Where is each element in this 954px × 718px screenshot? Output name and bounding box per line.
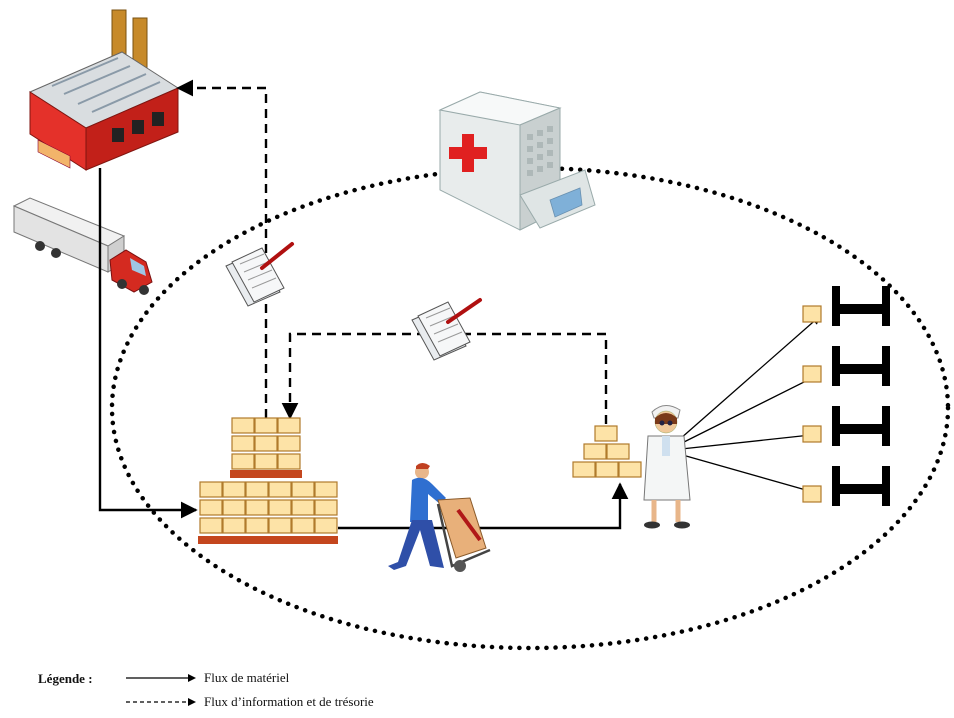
flow-stock-to-unit xyxy=(338,482,629,530)
flow-nurse-to-bed-3 xyxy=(671,430,821,451)
order-document-icon xyxy=(411,298,482,361)
dashed-arrow-icon xyxy=(126,698,196,706)
flow-nurse-to-bed-2 xyxy=(671,373,821,449)
flow-nurse-to-bed-4 xyxy=(671,451,821,497)
flow-stock-to-factory xyxy=(176,79,268,418)
central-stock-pallets-icon xyxy=(198,417,338,544)
solid-arrow-icon xyxy=(126,674,196,682)
legend-title: Légende : xyxy=(38,671,93,686)
legend-information-flow-label: Flux d’information et de trésorie xyxy=(204,694,374,709)
hospital-boundary xyxy=(109,165,951,651)
nurse-icon xyxy=(643,405,691,529)
worker-with-hand-truck-icon xyxy=(388,463,491,572)
factory-icon xyxy=(28,9,180,171)
hospital-bed-icon xyxy=(832,286,890,506)
flow-factory-to-stock xyxy=(98,168,198,519)
flow-nurse-to-bed-1 xyxy=(671,315,821,447)
care-unit-stock-icon xyxy=(572,425,642,478)
legend: Légende : Flux de matériel Flux d’inform… xyxy=(38,668,458,716)
material-flow-lines xyxy=(98,168,821,530)
order-document-icon xyxy=(225,242,294,307)
truck-icon xyxy=(12,197,153,295)
dose-box-icon xyxy=(802,305,822,503)
hospital-icon xyxy=(438,91,596,231)
legend-material-flow-label: Flux de matériel xyxy=(204,670,290,685)
